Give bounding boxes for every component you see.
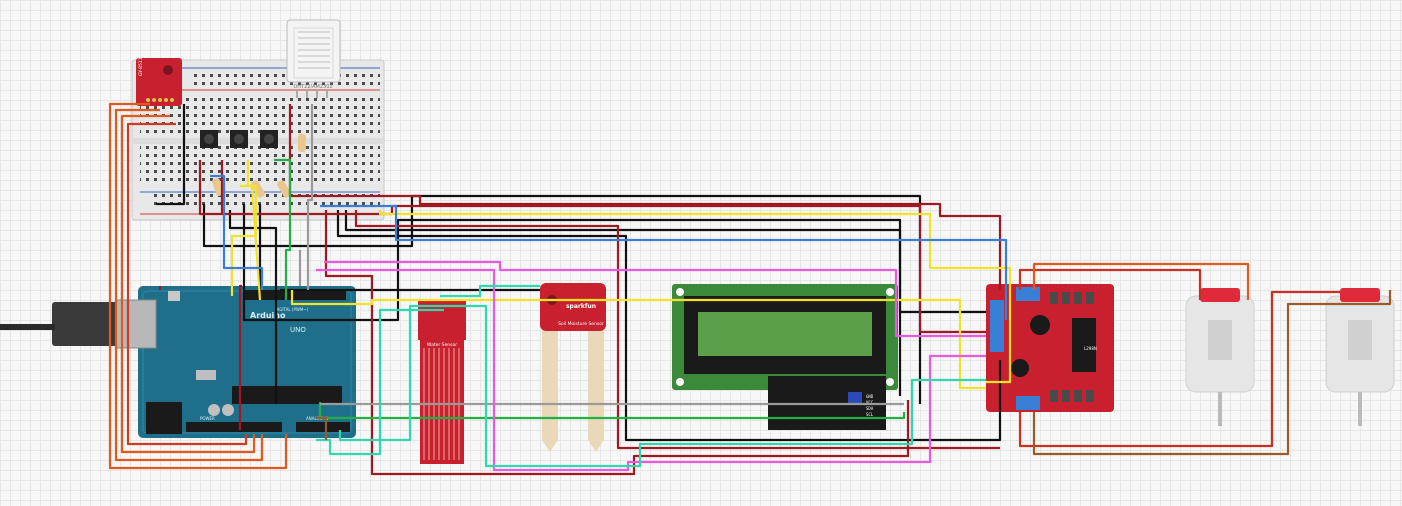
wire-brown-1 — [316, 416, 328, 440]
uv-sensor-board: GY-8511 — [136, 57, 182, 106]
push-button-2[interactable] — [230, 130, 248, 148]
wire-red-5 — [324, 210, 910, 476]
wire-black-1 — [156, 104, 186, 206]
uv-sensor-label: GY-8511 — [138, 57, 144, 76]
soil-label: Soil Moisture Sensor — [558, 321, 604, 327]
wire-yellow-3 — [378, 210, 1012, 384]
wires — [108, 102, 1392, 476]
dht22-sensor: DHT22/AM2302 — [286, 19, 341, 98]
wire-red-4 — [354, 210, 1000, 450]
wire-black-6 — [344, 210, 986, 314]
wire-teal-1 — [316, 308, 444, 456]
wire-orange-motor — [1032, 262, 1250, 300]
wire-black-5 — [336, 210, 1002, 442]
wire-orange-1 — [108, 102, 288, 470]
water-sensor-label: Water Sensor — [427, 342, 457, 348]
breadboard — [131, 59, 385, 221]
push-button-1[interactable] — [200, 130, 218, 148]
wire-yellow-1 — [230, 160, 258, 296]
l298n-label: L298N — [1084, 346, 1097, 351]
arduino-model: UNO — [290, 326, 306, 334]
wire-black-7 — [228, 210, 278, 404]
atmega-chip — [232, 386, 342, 404]
resistor-2 — [251, 180, 265, 198]
i2c-pin-vcc: VCC — [866, 400, 874, 405]
wire-orange-2 — [114, 108, 264, 462]
i2c-pin-scl: SCL — [866, 412, 874, 417]
resistor-4 — [298, 134, 306, 152]
i2c-pin-sda: SDA — [866, 406, 874, 411]
wire-yellow-4 — [290, 290, 986, 390]
arduino-brand: Arduino — [250, 311, 286, 320]
wire-blue-1 — [210, 174, 264, 290]
i2c-pin-gnd: GND — [866, 394, 874, 399]
l298n-heatsink — [1072, 318, 1096, 372]
resistor-3 — [277, 180, 291, 198]
wire-teal-3 — [440, 284, 540, 298]
wire-red-6 — [238, 284, 242, 430]
wire-red-motor1 — [1018, 268, 1202, 300]
push-button-3[interactable] — [260, 130, 278, 148]
wire-red-motor2 — [1018, 290, 1340, 448]
dc-motor-2 — [1325, 288, 1395, 426]
soil-brand: sparkfun — [566, 303, 596, 310]
l298n-motor-driver: L298N — [986, 284, 1114, 412]
wire-brown-motor — [1032, 290, 1392, 456]
dc-motor-1 — [1185, 288, 1255, 426]
wire-yellow-2 — [240, 184, 262, 301]
arduino-uno: Arduino UNO DIGITAL (PWM~) POWER ANALOG … — [52, 286, 356, 438]
wire-orange-3 — [120, 114, 256, 454]
wire-orange-4 — [126, 122, 248, 446]
wire-green-2 — [318, 402, 906, 420]
wire-teal-2 — [338, 304, 986, 468]
dc-jack — [146, 402, 182, 434]
arduino-digital-label: DIGITAL (PWM~) — [275, 307, 309, 312]
water-sensor: Water Sensor — [418, 300, 466, 464]
wire-green-1 — [274, 158, 292, 300]
arduino-power-label: POWER — [200, 416, 215, 421]
dht-label: DHT22/AM2302 — [293, 84, 332, 90]
lcd-16x2 — [672, 284, 898, 390]
wire-gray-1 — [306, 104, 314, 290]
wire-pink-1 — [324, 260, 986, 338]
wire-blue-2 — [320, 204, 1008, 320]
soil-moisture-sensor: sparkfun Soil Moisture Sensor — [540, 283, 606, 452]
